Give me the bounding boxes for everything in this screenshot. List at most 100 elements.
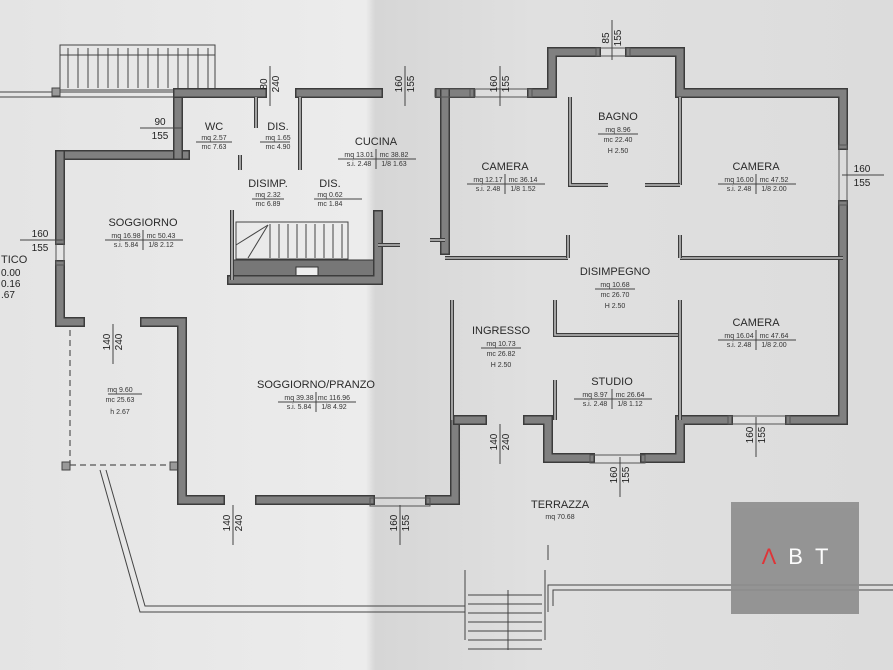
opening-height: 155 bbox=[621, 466, 632, 483]
room-label: H 2.50 bbox=[491, 362, 512, 369]
room-volume: mc 1.84 bbox=[318, 201, 343, 208]
opening-height: 240 bbox=[501, 433, 512, 450]
room-wc: WC mq 2.57 mc 7.63 bbox=[196, 121, 232, 151]
room-disimpegno: DISIMPEGNO mq 10.68 mc 26.70 H 2.50 bbox=[580, 266, 651, 310]
opening-height: 155 bbox=[501, 75, 512, 92]
room-volume: mc 25.63 bbox=[106, 397, 135, 404]
room-label: INGRESSO bbox=[472, 325, 531, 337]
terrace-stair bbox=[468, 590, 542, 650]
abt-logo: ΛBT bbox=[731, 502, 859, 614]
room-area: mq 9.60 bbox=[107, 387, 132, 394]
room-camera-1: CAMERA mq 12.17 mc 36.14 s.i. 2.48 1/8 1.52 bbox=[467, 161, 545, 194]
room-label: s.i. 2.48 bbox=[727, 186, 752, 193]
room-label: H 2.50 bbox=[605, 303, 626, 310]
room-label: mq 16.98 bbox=[111, 233, 140, 240]
opening-width: 160 bbox=[394, 75, 405, 92]
room-disimp: DISIMP. mq 2.32 mc 6.89 bbox=[248, 178, 288, 208]
room-label: CAMERA bbox=[481, 161, 529, 173]
room-label: mq 16.04 bbox=[724, 333, 753, 340]
room-label: mc 116.96 bbox=[318, 395, 350, 402]
room-label: mc 26.64 bbox=[616, 392, 645, 399]
room-label: mc 47.52 bbox=[760, 177, 789, 184]
room-area: mq 2.32 bbox=[255, 192, 280, 199]
room-label: s.i. 2.48 bbox=[476, 186, 501, 193]
room-label: CAMERA bbox=[732, 161, 780, 173]
room-label: mc 38.82 bbox=[380, 152, 409, 159]
room-name: TICO bbox=[1, 254, 28, 266]
opening-height: 155 bbox=[406, 75, 417, 92]
room-label: mq 8.96 bbox=[605, 127, 630, 134]
opening-width: 160 bbox=[854, 164, 871, 175]
room-label: 1/8 1.12 bbox=[617, 401, 642, 408]
room-label: mc 47.64 bbox=[760, 333, 789, 340]
room-label: SOGGIORNO/PRANZO bbox=[257, 379, 375, 391]
room-label: 1/8 4.92 bbox=[321, 404, 346, 411]
room-volume: mc 4.90 bbox=[266, 144, 291, 151]
room-name: DISIMP. bbox=[248, 178, 288, 190]
room-label: mq 39.38 bbox=[284, 395, 313, 402]
opening-width: 160 bbox=[609, 466, 620, 483]
room-label: mc 22.40 bbox=[604, 137, 633, 144]
opening-width: 90 bbox=[154, 117, 166, 128]
opening-width: 85 bbox=[601, 32, 612, 44]
room-label: 1/8 1.52 bbox=[510, 186, 535, 193]
opening-width: 140 bbox=[102, 333, 113, 350]
room-label: mq 12.17 bbox=[473, 177, 502, 184]
room-label: s.i. 2.48 bbox=[583, 401, 608, 408]
exterior-stair bbox=[59, 44, 216, 91]
room-volume: mc 6.89 bbox=[256, 201, 281, 208]
room-label: DISIMPEGNO bbox=[580, 266, 651, 278]
room-label: 1/8 2.12 bbox=[148, 242, 173, 249]
opening-height: 155 bbox=[854, 178, 871, 189]
room-name: DIS. bbox=[319, 178, 340, 190]
windows bbox=[55, 47, 848, 507]
room-label: CUCINA bbox=[355, 136, 398, 148]
room-label: CAMERA bbox=[732, 317, 780, 329]
room-name: TERRAZZA bbox=[531, 499, 590, 511]
room-label: mc 26.70 bbox=[601, 292, 630, 299]
room-area: mq 70.68 bbox=[545, 514, 574, 521]
opening-height: 155 bbox=[401, 514, 412, 531]
room-label: mq 13.01 bbox=[344, 152, 373, 159]
logo-text: ΛBT bbox=[761, 544, 841, 569]
room-portico-inner: mq 9.60 mc 25.63 h 2.67 bbox=[106, 387, 142, 416]
room-studio: STUDIO mq 8.97 mc 26.64 s.i. 2.48 1/8 1.12 bbox=[574, 376, 652, 409]
room-label: s.i. 5.84 bbox=[287, 404, 312, 411]
room-label: mc 50.43 bbox=[147, 233, 176, 240]
opening-height: 155 bbox=[613, 29, 624, 46]
room-label: mc 36.14 bbox=[509, 177, 538, 184]
room-portico: TICO 0.00 0.16 .67 bbox=[1, 254, 28, 301]
room-label: SOGGIORNO bbox=[108, 217, 178, 229]
room-area: mq 0.62 bbox=[317, 192, 342, 199]
room-name: DIS. bbox=[267, 121, 288, 133]
opening-height: 155 bbox=[32, 243, 49, 254]
room-label: BAGNO bbox=[598, 111, 638, 123]
opening-height: 155 bbox=[152, 131, 169, 142]
room-label: s.i. 2.48 bbox=[727, 342, 752, 349]
room-area: mq 2.57 bbox=[201, 135, 226, 142]
room-soggiorno-pranzo: SOGGIORNO/PRANZO mq 39.38 mc 116.96 s.i. 5.… bbox=[257, 379, 375, 412]
opening-width: 160 bbox=[389, 514, 400, 531]
room-label: 1/8 1.63 bbox=[381, 161, 406, 168]
room-area: 0.00 bbox=[1, 268, 21, 279]
exterior-lines bbox=[0, 87, 893, 640]
room-label: mq 10.68 bbox=[600, 282, 629, 289]
opening-height: 240 bbox=[114, 333, 125, 350]
opening-width: 140 bbox=[222, 514, 233, 531]
room-label: mq 8.97 bbox=[582, 392, 607, 399]
room-label: STUDIO bbox=[591, 376, 633, 388]
room-volume: 0.16 bbox=[1, 279, 21, 290]
room-terrazza: TERRAZZA mq 70.68 bbox=[531, 499, 590, 521]
